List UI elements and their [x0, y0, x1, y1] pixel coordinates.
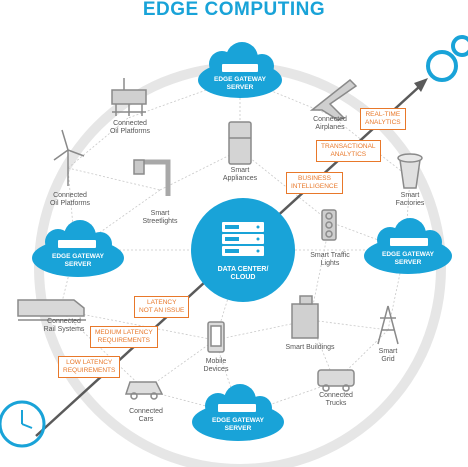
- gateway-cloud-left: [32, 220, 124, 277]
- airplane-icon: [309, 78, 358, 121]
- clock-icon: [0, 400, 46, 448]
- label-oil-platforms-left: Connected Oil Platforms: [49, 192, 91, 207]
- oil-platform-icon: [111, 78, 147, 116]
- wind-turbine-icon: [53, 129, 85, 186]
- gateway-cloud-right: [364, 218, 452, 274]
- callout-business-intelligence: BUSINESS INTELLIGENCE: [286, 172, 343, 194]
- gateway-label-top: EDGE GATEWAY SERVER: [213, 76, 267, 91]
- callout-latency-not-an-issue: LATENCY NOT AN ISSUE: [134, 296, 190, 318]
- data-center-label: DATA CENTER/ CLOUD: [217, 266, 269, 281]
- callout-transactional-analytics: TRANSACTIONAL ANALYTICS: [316, 140, 381, 162]
- callout-medium-latency: MEDIUM LATENCY REQUIREMENTS: [90, 326, 158, 348]
- refrigerator-icon: [228, 121, 252, 165]
- truck-icon: [317, 369, 355, 392]
- traffic-light-icon: [321, 209, 337, 241]
- page-title: EDGE COMPUTING: [142, 0, 326, 20]
- gateway-label-right: EDGE GATEWAY SERVER: [381, 251, 435, 266]
- building-icon: [291, 295, 319, 339]
- gateway-label-bottom: EDGE GATEWAY SERVER: [211, 417, 265, 432]
- label-traffic-lights: Smart Traffic Lights: [310, 252, 350, 267]
- label-mobile-devices: Mobile Devices: [203, 358, 229, 373]
- label-connected-trucks: Connected Trucks: [319, 392, 353, 407]
- label-smart-grid: Smart Grid: [378, 348, 398, 363]
- label-connected-cars: Connected Cars: [129, 408, 163, 423]
- gear-icon: [426, 35, 468, 82]
- car-icon: [124, 381, 164, 400]
- label-airplanes: Connected Airplanes: [313, 116, 347, 131]
- gateway-cloud-bottom: [192, 384, 284, 441]
- label-smart-factories: Smart Factories: [395, 192, 425, 207]
- power-tower-icon: [377, 305, 399, 345]
- label-smart-appliances: Smart Appliances: [222, 167, 258, 182]
- label-oil-platforms-top: Connected Oil Platforms: [109, 120, 151, 135]
- callout-low-latency: LOW LATENCY REQUIREMENTS: [58, 356, 121, 378]
- train-icon: [17, 299, 86, 321]
- callout-real-time-analytics: REAL-TIME ANALYTICS: [360, 108, 406, 130]
- mobile-phone-icon: [207, 321, 225, 353]
- gateway-cloud-top: [198, 42, 282, 98]
- label-rail-systems: Connected Rail Systems: [43, 318, 85, 333]
- label-smart-streetlights: Smart Streetlights: [142, 210, 178, 225]
- gateway-label-left: EDGE GATEWAY SERVER: [51, 253, 105, 268]
- server-rack-icon: [222, 222, 264, 256]
- factory-icon: [397, 153, 423, 189]
- label-smart-buildings: Smart Buildings: [285, 344, 335, 351]
- streetlight-icon: [133, 159, 171, 196]
